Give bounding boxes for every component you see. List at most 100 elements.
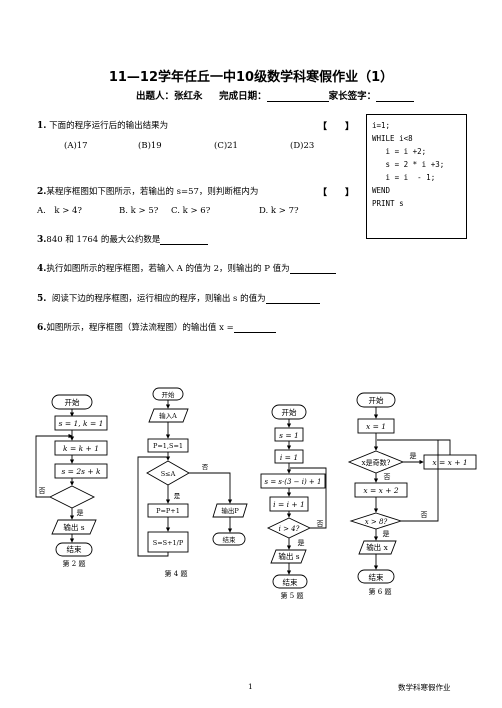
fc4-output-node [212, 503, 248, 518]
option-b: B. k > 5? [119, 206, 159, 216]
answer-bracket: 【 】 [318, 188, 355, 198]
question-2: 2.某程序框图如下图所示，若输出的 s=57，则判断框内为 [37, 185, 258, 197]
question-number: 5. [37, 294, 47, 304]
code-line: s = 2 * i +3; [372, 160, 445, 169]
fc6-odd-inc-label: x = x + 1 [432, 458, 467, 467]
question-text: 某程序框图如下图所示，若输出的 s=57，则判断框内为 [46, 187, 259, 197]
flowchart-q6 [347, 392, 477, 584]
fc2-output-label: 输出 s [63, 522, 84, 532]
fc4-input-node [148, 408, 189, 423]
answer-blank [160, 235, 209, 245]
fc6-yes1-label: 是 [410, 452, 417, 460]
fc4-no-label: 否 [202, 463, 209, 471]
fc6-odd-condition-label: x是奇数? [362, 458, 391, 467]
question-5: 5. 阅读下边的程序框图，运行相应的程序，则输出 s 的值为 [37, 292, 320, 304]
option-c: C. k > 6? [171, 206, 211, 216]
fc2-yes-label: 是 [77, 509, 84, 517]
fc5-i-init-label: i = 1 [280, 453, 298, 462]
answer-blank [289, 264, 336, 274]
fc4-end-node [212, 532, 246, 546]
question-6: 6.如图所示，程序框图（算法流程图）的输出值 x = [37, 321, 276, 333]
question-text: 840 和 1764 的最大公约数是 [46, 235, 161, 245]
parent-blank [376, 91, 415, 102]
code-line: WHILE i<8 [372, 134, 413, 143]
fc4-condition-label: S≤A [161, 470, 176, 478]
question-text: 阅读下边的程序框图，运行相应的程序，则输出 s 的值为 [51, 294, 266, 304]
answer-bracket: 【 】 [318, 122, 355, 132]
fc2-update-label: s = 2s + k [61, 467, 101, 476]
fc4-init-label: P=1,S=1 [153, 442, 183, 450]
question-3: 3.840 和 1764 的最大公约数是 [37, 233, 209, 245]
question-number: 3. [37, 235, 47, 245]
fc6-end-label: 结束 [369, 572, 384, 582]
flowchart-q2 [35, 394, 108, 557]
fc6-update-label: x = x + 2 [363, 486, 399, 495]
date-blank [266, 91, 329, 102]
fc6-yes2-label: 是 [383, 530, 390, 538]
fc5-yes-label: 是 [298, 539, 305, 547]
code-line: i=1; [372, 121, 391, 130]
fc4-yes-label: 是 [174, 492, 181, 500]
question-number: 2. [37, 187, 47, 197]
program-code-box: i=1; WHILE i<8 i = i +2; s = 2 * i +3; i … [366, 114, 467, 239]
fc6-no2-label: 否 [421, 511, 428, 519]
fc6-output-node [358, 540, 397, 555]
option-b: (B)19 [138, 141, 162, 151]
fc5-caption: 第 5 题 [281, 591, 304, 600]
fc5-output-node [270, 549, 307, 564]
question-4: 4.执行如图所示的程序框图，若输入 A 的值为 2，则输出的 P 值为 [37, 262, 336, 274]
fc4-end-label: 结束 [223, 535, 237, 544]
code-line: PRINT s [372, 199, 404, 208]
fc4-output-label: 输出P [221, 506, 239, 515]
fc6-caption: 第 6 题 [369, 587, 392, 596]
fc5-inc-label: i = i + 1 [273, 500, 305, 509]
fc6-update-box [354, 482, 408, 498]
fc6-no1-label: 否 [384, 473, 391, 481]
fc5-update-label: s = s·(3 − i) + 1 [265, 478, 322, 486]
question-text: 执行如图所示的程序框图，若输入 A 的值为 2，则输出的 P 值为 [46, 264, 290, 274]
fc6-gt8-condition-label: x > 8? [365, 518, 388, 526]
option-c: (C)21 [214, 141, 238, 151]
page-title: 11—12学年任丘一中10级数学科寒假作业（1） [108, 70, 394, 85]
question-number: 6. [37, 323, 47, 333]
fc2-condition-diamond [48, 485, 96, 509]
fc5-update-box [260, 473, 326, 489]
code-line: i = i - 1; [372, 173, 436, 182]
fc4-input-label: 输入A [159, 411, 177, 420]
fc2-start-label: 开始 [65, 397, 80, 407]
flowchart-q4 [137, 387, 248, 557]
flowchart-q5 [260, 404, 327, 589]
question-number: 1. [37, 121, 47, 131]
fc2-end-node [55, 542, 93, 557]
author-label: 出题人：张红永 [136, 91, 203, 102]
fc6-start-label: 开始 [369, 395, 384, 405]
fc2-update-box [54, 463, 108, 479]
fc4-update-label: S=S+1/P [153, 539, 184, 547]
fc4-caption: 第 4 题 [165, 569, 188, 578]
fc6-init-label: x = 1 [366, 422, 386, 431]
fc2-init-label: s = 1, k = 1 [59, 419, 104, 428]
option-d: D. k > 7? [259, 206, 299, 216]
code-line: i = i +2; [372, 147, 427, 156]
fc4-inc-label: P=P+1 [156, 507, 180, 515]
fc4-start-label: 开始 [162, 390, 176, 399]
fc2-output-node [51, 519, 97, 535]
fc5-s-init-label: s = 1 [279, 431, 299, 440]
question-number: 4. [37, 264, 47, 274]
fc2-end-label: 结束 [67, 544, 82, 554]
option-a: A. k > 4? [37, 206, 82, 216]
fc2-inc-label: k = k + 1 [63, 444, 99, 453]
page-number: 1 [248, 682, 253, 691]
author-line: 出题人：张红永 完成日期：家长签字： [136, 88, 415, 102]
flowcharts-area: 开始 s = 1, k = 1 k = k + 1 s = 2s + k 否 是… [35, 387, 477, 600]
option-d: (D)23 [290, 141, 315, 151]
fc5-start-label: 开始 [282, 407, 297, 417]
fc2-caption: 第 2 题 [63, 559, 86, 568]
fc2-init-box [54, 415, 108, 431]
question-1-options: (A)17(B)19(C)21(D)23 [64, 141, 314, 151]
answer-blank [233, 323, 276, 333]
question-text: 如图所示，程序框图（算法流程图）的输出值 x = [46, 323, 234, 333]
fc5-output-label: 输出 s [278, 551, 299, 561]
fc5-condition-label: i > 4? [279, 525, 300, 533]
fc6-output-label: 输出 x [366, 542, 388, 552]
